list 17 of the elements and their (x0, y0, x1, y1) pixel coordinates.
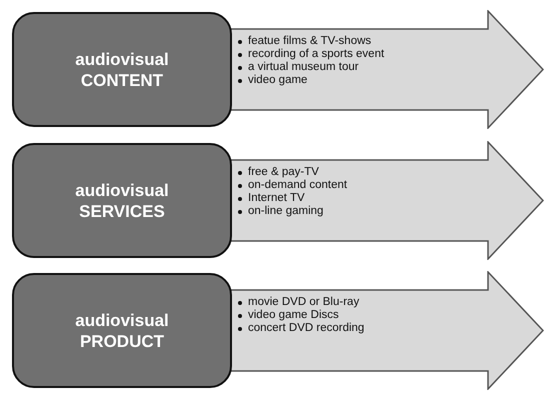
bullet-text: movie DVD or Blu-ray (248, 296, 360, 308)
bullet-text: video game (248, 74, 308, 86)
bullet-text: featue films & TV-shows (248, 35, 372, 47)
bullet-text: on-line gaming (248, 205, 324, 217)
category-box (12, 273, 232, 388)
bullet-text: video game Discs (248, 309, 339, 321)
category-label: audiovisual PRODUCT (74, 310, 170, 352)
category-label: audiovisual CONTENT (74, 48, 170, 90)
category-box (12, 12, 232, 127)
bullet-text: Internet TV (248, 192, 305, 204)
category-box (12, 143, 232, 258)
bullet-text: free & pay-TV (248, 166, 319, 178)
bullet-text: concert DVD recording (248, 322, 364, 334)
category-label: audiovisual SERVICES (74, 180, 170, 222)
bullet-text: a virtual museum tour (248, 61, 359, 73)
bullet-text: recording of a sports event (248, 48, 384, 60)
bullet-text: on-demand content (248, 179, 348, 191)
